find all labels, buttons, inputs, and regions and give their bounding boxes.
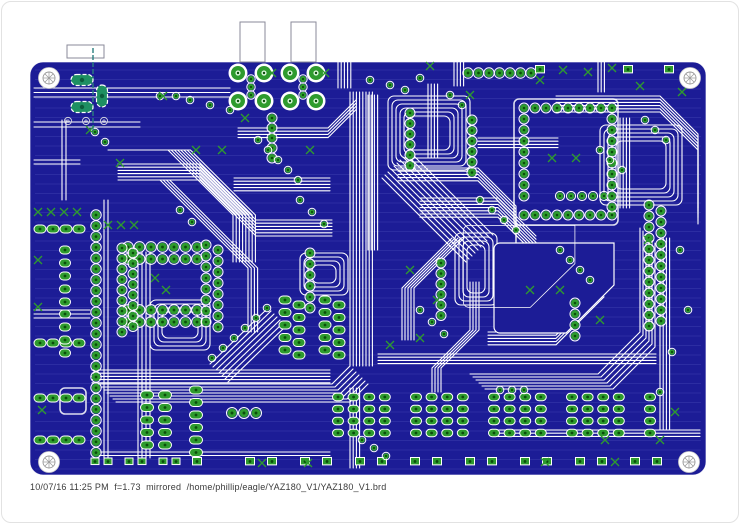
vias-layer <box>90 73 693 461</box>
silkscreen-layer <box>66 21 317 133</box>
origin-crosses-layer <box>33 61 687 468</box>
mounting-hole <box>38 67 60 89</box>
mounting-hole <box>678 451 700 473</box>
mounting-holes-layer <box>38 67 701 473</box>
mounting-hole <box>679 67 701 89</box>
mounting-hole <box>38 451 60 473</box>
power-jack-footprint <box>63 73 109 126</box>
pads-layer <box>33 63 674 466</box>
plot-caption: 10/07/16 11:25 PM f=1.73 mirrored /home/… <box>30 482 387 492</box>
copper-traces-layer <box>33 62 701 469</box>
